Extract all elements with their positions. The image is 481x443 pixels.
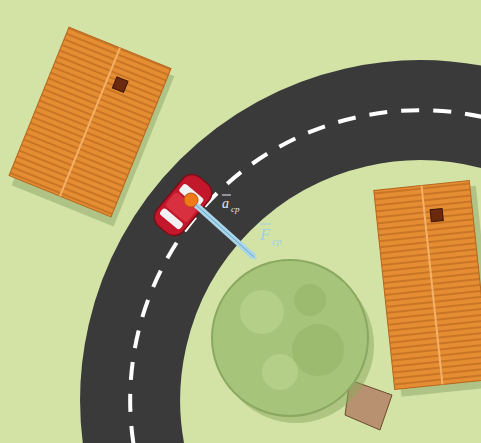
house-right [374, 180, 481, 398]
vector-bar [260, 224, 271, 225]
car [149, 170, 216, 241]
vector-symbol: a [222, 197, 229, 211]
vector-subscript: ср [272, 237, 281, 247]
vector-subscript: ср [231, 205, 240, 214]
vector-symbol: F [260, 226, 270, 243]
force-vector [196, 205, 254, 257]
tree [212, 260, 374, 423]
mass-point [184, 193, 198, 207]
vector-bar [222, 195, 231, 196]
force-vector-edge [196, 205, 254, 257]
house-left [6, 27, 176, 226]
